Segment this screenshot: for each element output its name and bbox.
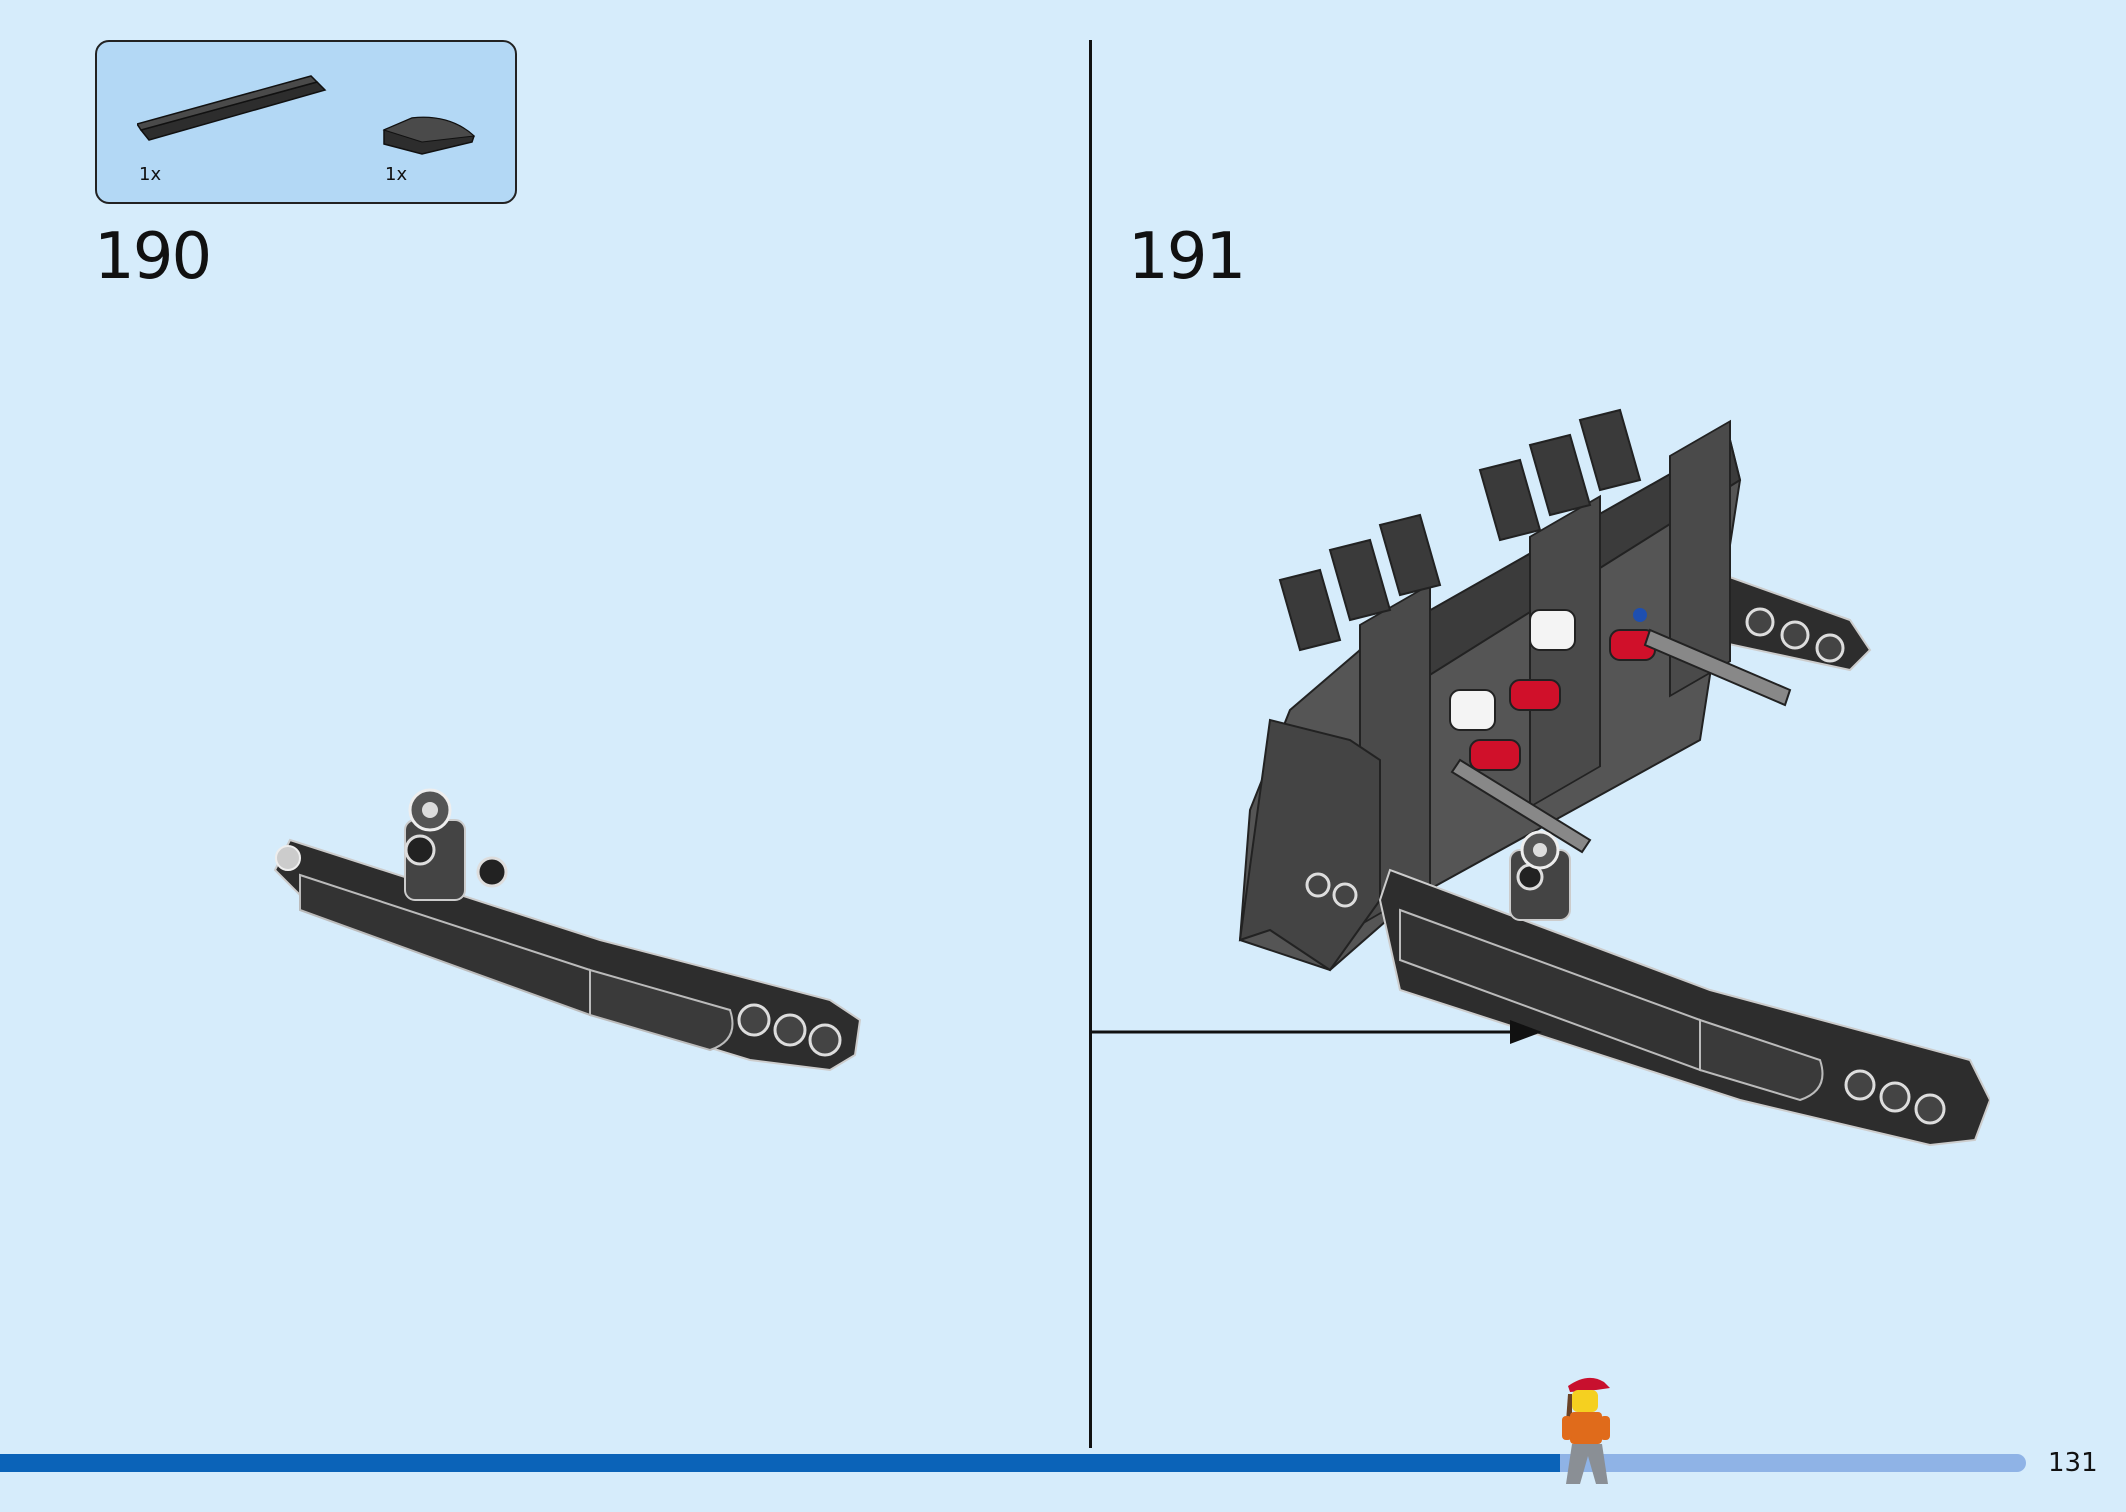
step-number-191: 191 (1128, 220, 1246, 294)
step-number-190: 190 (94, 220, 212, 294)
assembly-arrow (1092, 1020, 1542, 1044)
part-qty-tile: 1x (139, 164, 162, 185)
step-191-model (1238, 408, 1990, 1147)
page-number: 131 (2048, 1448, 2098, 1478)
parts-callout: 1x 1x (95, 40, 517, 204)
minifigure-icon (1562, 1377, 1610, 1484)
progress-bar (0, 1454, 2026, 1472)
step-divider-line (1089, 40, 1092, 1448)
progress-remaining (1560, 1454, 2026, 1472)
curved-slope-icon (382, 116, 476, 155)
part-qty-slope: 1x (385, 164, 408, 185)
step-190-model (273, 788, 862, 1072)
flat-tile-icon (137, 75, 327, 141)
progress-fill (0, 1454, 1561, 1472)
